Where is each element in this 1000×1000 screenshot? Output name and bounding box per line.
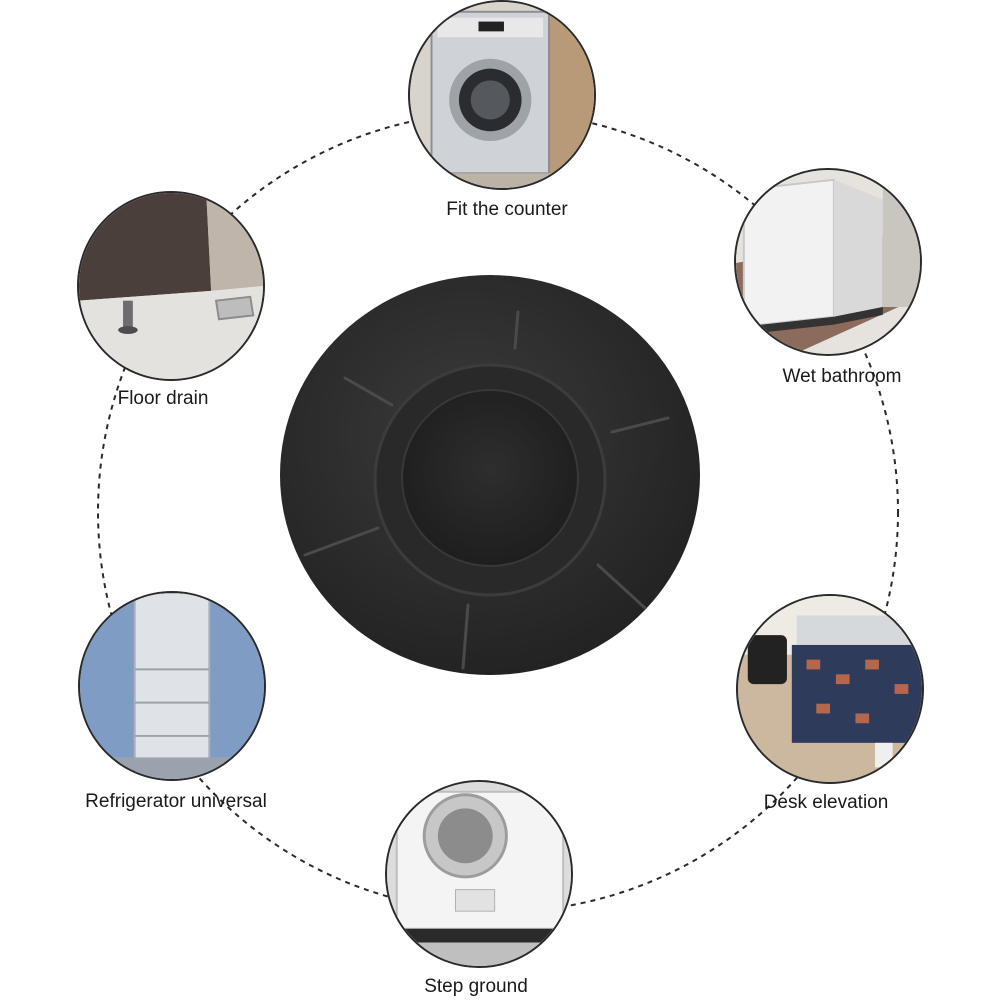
use-label-floor-drain: Floor drain (117, 388, 209, 409)
use-label-wet-bathroom: Wet bathroom (782, 366, 902, 387)
desk-with-cloth-photo (736, 594, 924, 784)
use-label-desk-elevation: Desk elevation (763, 792, 889, 813)
appliance-feet-floor-drain-photo (77, 191, 265, 381)
washer-on-stand-photo (385, 780, 573, 968)
use-label-fit-counter: Fit the counter (446, 199, 568, 220)
use-label-refrigerator-universal: Refrigerator universal (85, 791, 267, 812)
cabinet-on-floor-photo (734, 168, 922, 356)
refrigerator-photo (78, 591, 266, 781)
washing-machine-photo (408, 0, 596, 190)
use-label-step-ground: Step ground (424, 976, 528, 997)
